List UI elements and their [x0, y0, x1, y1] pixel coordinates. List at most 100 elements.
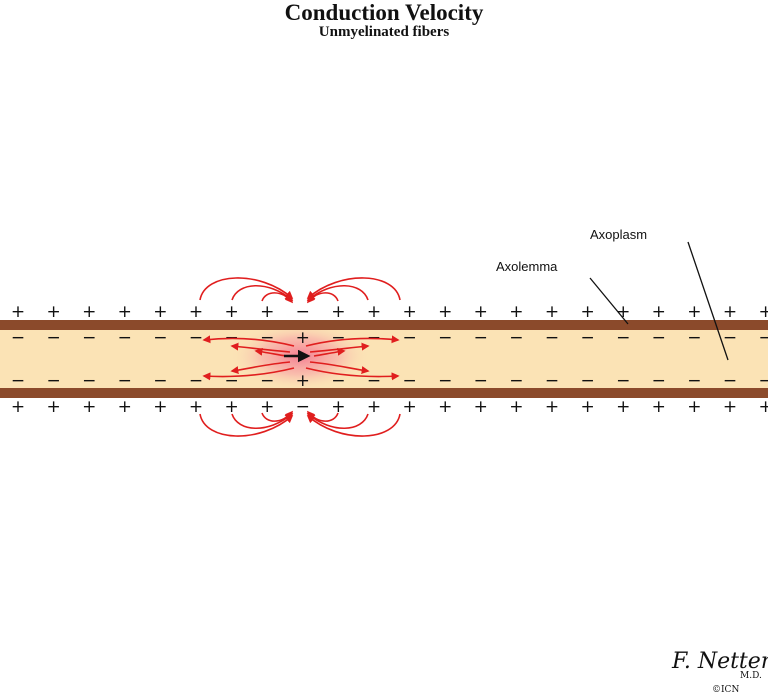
- charge-symbol: +: [509, 302, 523, 322]
- charge-symbol: +: [46, 397, 60, 417]
- charge-symbol: +: [402, 397, 416, 417]
- charge-symbol: +: [367, 302, 381, 322]
- charge-symbol: −: [260, 371, 274, 391]
- charge-symbol: +: [367, 397, 381, 417]
- charge-symbol: +: [402, 302, 416, 322]
- charge-symbol: −: [580, 328, 594, 348]
- charge-symbol: +: [616, 397, 630, 417]
- local-current-arrows-outer-bottom: [199, 410, 401, 437]
- inner-charges-top: −−−−−−−−+−−−−−−−−−−−−−: [11, 328, 768, 348]
- charge-symbol: −: [687, 371, 701, 391]
- charge-symbol: −: [723, 371, 737, 391]
- outer-charges-bottom: ++++++++−+++++++++++++: [11, 397, 768, 417]
- axoplasm-leader-line: [687, 241, 729, 361]
- signature-mark: ©ICN: [712, 685, 739, 695]
- charge-symbol: −: [545, 371, 559, 391]
- charge-symbol: +: [189, 397, 203, 417]
- signature-name: F. Netter: [671, 649, 768, 674]
- diagram-title: Conduction Velocity: [284, 0, 484, 25]
- charge-symbol: −: [224, 371, 238, 391]
- charge-symbol: −: [11, 328, 25, 348]
- charge-symbol: −: [189, 371, 203, 391]
- charge-symbol: −: [509, 328, 523, 348]
- charge-symbol: +: [153, 302, 167, 322]
- axoplasm-label: Axoplasm: [590, 227, 647, 242]
- charge-symbol: +: [331, 397, 345, 417]
- charge-symbol: −: [189, 328, 203, 348]
- charge-symbol: −: [367, 371, 381, 391]
- charge-symbol: +: [296, 328, 310, 348]
- charge-symbol: −: [616, 371, 630, 391]
- charge-symbol: +: [296, 371, 310, 391]
- charge-symbol: +: [331, 302, 345, 322]
- charge-symbol: −: [545, 328, 559, 348]
- charge-symbol: +: [509, 397, 523, 417]
- local-current-arrows-inner: [202, 335, 400, 381]
- charge-symbol: −: [652, 328, 666, 348]
- axolemma-leader-line: [589, 277, 629, 325]
- charge-symbol: +: [758, 397, 768, 417]
- signature-suffix: M.D.: [740, 671, 762, 681]
- charge-symbol: +: [580, 302, 594, 322]
- charge-symbol: +: [118, 397, 132, 417]
- charge-symbol: −: [153, 328, 167, 348]
- charge-symbol: +: [260, 302, 274, 322]
- charge-symbol: −: [758, 328, 768, 348]
- charge-symbol: +: [545, 302, 559, 322]
- charge-symbol: +: [687, 397, 701, 417]
- charge-symbol: −: [46, 371, 60, 391]
- charge-symbol: −: [402, 371, 416, 391]
- charge-symbol: −: [118, 328, 132, 348]
- charge-symbol: +: [438, 302, 452, 322]
- charge-symbol: −: [474, 328, 488, 348]
- charge-symbol: +: [758, 302, 768, 322]
- charge-symbol: +: [687, 302, 701, 322]
- charge-symbol: +: [652, 302, 666, 322]
- charge-symbol: −: [296, 302, 310, 322]
- charge-symbol: −: [153, 371, 167, 391]
- axolemma-top: [0, 320, 768, 330]
- charge-symbol: +: [11, 397, 25, 417]
- charge-symbol: +: [474, 302, 488, 322]
- charge-symbol: −: [331, 328, 345, 348]
- netter-signature: F. Netter M.D. ©ICN: [671, 649, 768, 695]
- charge-symbol: −: [474, 371, 488, 391]
- charge-symbol: +: [224, 302, 238, 322]
- charge-symbol: +: [723, 302, 737, 322]
- charge-symbol: +: [723, 397, 737, 417]
- charge-symbol: −: [580, 371, 594, 391]
- charge-symbol: +: [82, 397, 96, 417]
- charge-symbol: +: [153, 397, 167, 417]
- charge-symbol: +: [11, 302, 25, 322]
- charge-symbol: −: [402, 328, 416, 348]
- charge-symbol: +: [82, 302, 96, 322]
- charge-symbol: +: [616, 302, 630, 322]
- charge-symbol: −: [438, 328, 452, 348]
- charge-symbol: −: [723, 328, 737, 348]
- local-current-arrows-outer-top: [199, 277, 401, 304]
- charge-symbol: +: [438, 397, 452, 417]
- charge-symbol: −: [687, 328, 701, 348]
- diagram-subtitle: Unmyelinated fibers: [318, 24, 450, 40]
- charge-symbol: +: [118, 302, 132, 322]
- charge-symbol: −: [331, 371, 345, 391]
- charge-symbol: +: [474, 397, 488, 417]
- axolemma-bottom: [0, 388, 768, 398]
- inner-charges-bottom: −−−−−−−−+−−−−−−−−−−−−−: [11, 371, 768, 391]
- charge-symbol: −: [11, 371, 25, 391]
- charge-symbol: +: [652, 397, 666, 417]
- charge-symbol: −: [438, 371, 452, 391]
- charge-symbol: +: [580, 397, 594, 417]
- charge-symbol: +: [260, 397, 274, 417]
- charge-symbol: −: [652, 371, 666, 391]
- charge-symbol: +: [189, 302, 203, 322]
- charge-symbol: −: [758, 371, 768, 391]
- charge-symbol: −: [260, 328, 274, 348]
- charge-symbol: −: [82, 371, 96, 391]
- charge-symbol: −: [509, 371, 523, 391]
- charge-symbol: +: [224, 397, 238, 417]
- charge-symbol: +: [46, 302, 60, 322]
- charge-symbol: −: [46, 328, 60, 348]
- charge-symbol: −: [82, 328, 96, 348]
